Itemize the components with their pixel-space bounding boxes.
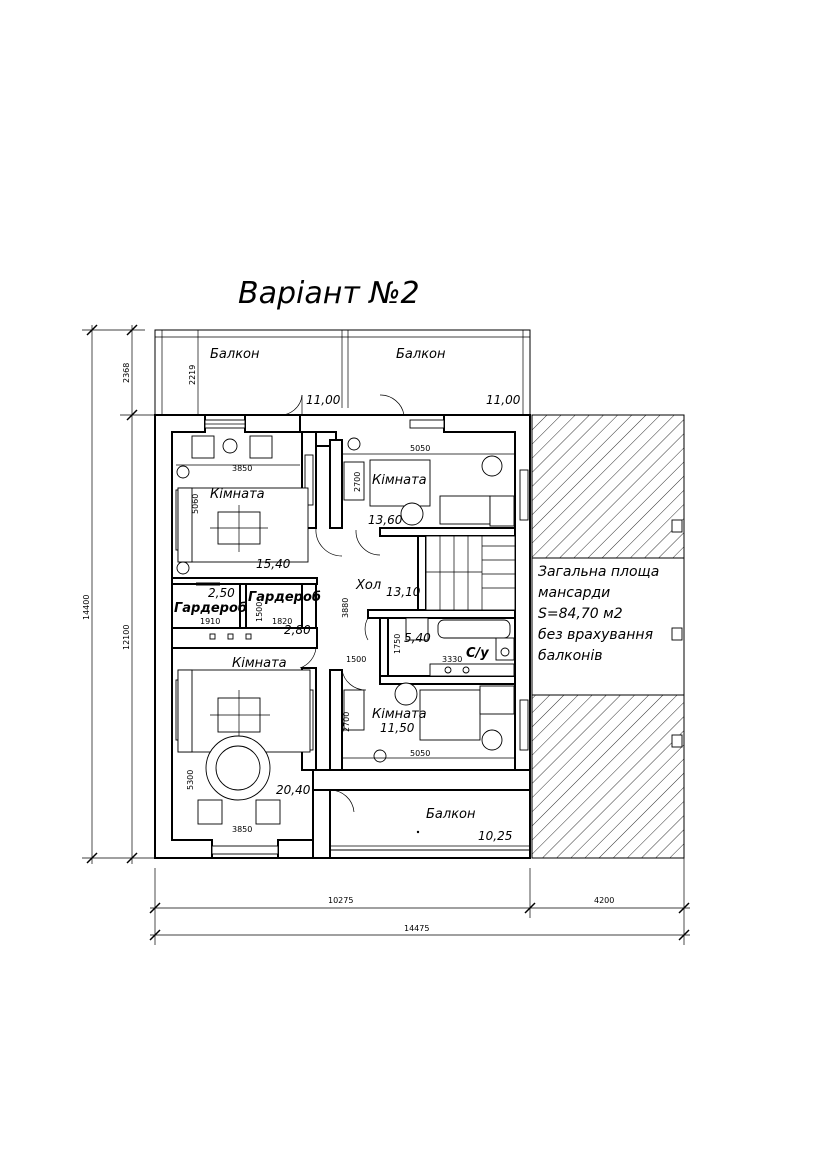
- dim-wardrobe-right-height: 1500: [255, 602, 264, 622]
- furniture-room-bottom-left: [177, 669, 311, 825]
- area-room-top-left: 15,40: [256, 557, 291, 571]
- dim-room-top-left-width: 3850: [232, 464, 252, 473]
- dim-bath-width: 3330: [442, 655, 462, 664]
- dim-hall-height: 3880: [341, 598, 350, 618]
- label-room-top-right: Кімната: [372, 473, 427, 488]
- dim-wardrobe-left-width: 1910: [200, 617, 220, 626]
- dim-wardrobe-right-width: 1820: [272, 617, 292, 626]
- label-balcony-top-left: Балкон: [210, 347, 260, 362]
- note-line-4: без врахування: [538, 627, 653, 643]
- area-bathroom: 5,40: [404, 631, 431, 645]
- dim-bottom-right: 4200: [594, 896, 614, 905]
- note-line-1: Загальна площа: [538, 564, 659, 580]
- area-hall: 13,10: [386, 585, 421, 599]
- label-bathroom: С/у: [466, 646, 489, 661]
- top-balconies: [154, 329, 531, 416]
- dim-room-bottom-right-width: 5050: [410, 749, 430, 758]
- dim-left-outer: 14400: [82, 595, 91, 620]
- dim-left-balcony: 2368: [122, 363, 131, 383]
- total-area-note: Загальна площа мансарди S=84,70 м2 без в…: [538, 564, 659, 664]
- label-balcony-bottom: Балкон: [426, 807, 476, 822]
- area-room-top-right: 13,60: [368, 513, 403, 527]
- dim-room-bottom-left-width: 3850: [232, 825, 252, 834]
- label-hall: Хол: [355, 578, 381, 593]
- wardrobe-fixtures: [171, 582, 303, 640]
- note-line-2: мансарди: [538, 585, 610, 601]
- furniture-room-top-right: [342, 437, 515, 527]
- label-balcony-top-right: Балкон: [396, 347, 446, 362]
- area-balcony-top-mid: 11,00: [306, 393, 341, 407]
- dim-balcony-depth: 2219: [188, 365, 197, 385]
- outer-walls: [154, 414, 531, 859]
- area-balcony-top-right: 11,00: [486, 393, 521, 407]
- dim-room-bottom-right-depth: 2700: [342, 712, 351, 732]
- area-wardrobe-left: 2,50: [208, 586, 235, 600]
- bathroom-fixtures: [405, 617, 515, 677]
- dim-room-top-right-depth: 2700: [353, 472, 362, 492]
- dim-bottom-left: 10275: [328, 896, 353, 905]
- drawing-title: Варіант №2: [238, 276, 420, 311]
- dim-room-top-left-height: 5060: [191, 494, 200, 514]
- hatched-roof-area: [531, 414, 685, 859]
- note-line-5: балконів: [538, 648, 602, 664]
- dim-bottom-total: 14475: [404, 924, 429, 933]
- dim-hall-small: 1500: [346, 655, 366, 664]
- furniture-room-top-left: [176, 435, 309, 575]
- dimension-lines: [82, 324, 690, 945]
- dim-room-top-right-width: 5050: [410, 444, 430, 453]
- label-room-bottom-right: Кімната: [372, 707, 427, 722]
- area-balcony-bottom: 10,25: [478, 829, 512, 843]
- label-wardrobe-left: Гардероб: [174, 601, 247, 616]
- label-room-bottom-left: Кімната: [232, 656, 287, 671]
- note-line-3: S=84,70 м2: [538, 606, 623, 622]
- furniture-room-bottom-right: [342, 682, 515, 763]
- label-wardrobe-right: Гардероб: [248, 590, 321, 605]
- staircase: [425, 535, 516, 611]
- dimension-texts: 10275 4200 14475 14400 12100 2368 2219 3…: [82, 363, 614, 933]
- bottom-balcony: [329, 789, 531, 851]
- label-room-top-left: Кімната: [210, 487, 265, 502]
- dim-bath-height: 1750: [393, 634, 402, 654]
- area-room-bottom-left: 20,40: [276, 783, 311, 797]
- area-room-bottom-right: 11,50: [380, 721, 415, 735]
- dim-room-bottom-left-height: 5300: [186, 770, 195, 790]
- area-wardrobe-right: 2,80: [284, 623, 311, 637]
- dim-left-inner: 12100: [122, 625, 131, 650]
